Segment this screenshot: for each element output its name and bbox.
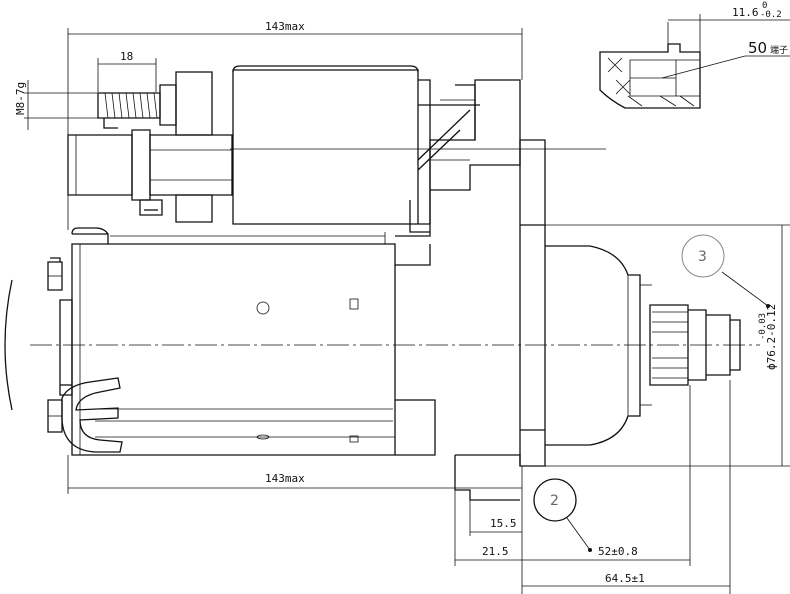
dim-overall-bottom-label: 143max bbox=[265, 472, 305, 485]
balloon-3-label: 3 bbox=[698, 249, 707, 265]
dim-pinion: 52±0.8 64.5±1 bbox=[522, 380, 731, 594]
dim-overall-top-label: 143max bbox=[265, 20, 305, 33]
detail-label: 50 bbox=[748, 39, 767, 57]
svg-text:端子: 端子 bbox=[770, 44, 788, 56]
dim-overall-top: 143max bbox=[67, 20, 523, 230]
balloon-2: 2 bbox=[533, 478, 592, 552]
vent-hole bbox=[256, 301, 270, 315]
detail-tol-lower: -0.2 bbox=[760, 10, 782, 20]
slot-feature bbox=[349, 298, 359, 310]
motor-housing bbox=[71, 227, 396, 456]
dim-pinion-distance-label: 52±0.8 bbox=[598, 545, 638, 558]
balloon-3: 3 bbox=[681, 234, 770, 308]
slot-feature-lower bbox=[349, 435, 359, 443]
dim-pinion-end-label: 64.5±1 bbox=[605, 572, 645, 585]
detail-tol-upper: 0 bbox=[762, 1, 767, 11]
balloon-2-label: 2 bbox=[550, 493, 559, 509]
dim-pilot-diameter-label: ϕ76.2-0.12 bbox=[765, 304, 778, 370]
dim-pilot-diameter: ϕ76.2-0.12 -0.03 bbox=[545, 224, 790, 467]
dim-thread-label: M8-7g bbox=[14, 82, 27, 115]
solenoid bbox=[230, 65, 606, 233]
pinion bbox=[649, 304, 689, 386]
dim-overall-bottom: 143max bbox=[67, 455, 523, 594]
detail-view: 11.6 0 -0.2 50 端子 bbox=[599, 1, 790, 109]
dim-pilot-tolerance-label: -0.03 bbox=[758, 313, 768, 340]
dim-terminal: 18 bbox=[97, 50, 157, 92]
terminal-block bbox=[67, 71, 233, 223]
dim-flange: 15.5 21.5 bbox=[454, 490, 522, 566]
detail-dim-label: 11.6 bbox=[732, 6, 759, 19]
dim-flange-2-label: 21.5 bbox=[482, 545, 509, 558]
end-cap bbox=[4, 257, 123, 453]
threaded-stud bbox=[97, 92, 161, 119]
dim-terminal-label: 18 bbox=[120, 50, 133, 63]
dim-flange-1-label: 15.5 bbox=[490, 517, 517, 530]
dim-thread: M8-7g bbox=[14, 80, 98, 130]
drive-housing bbox=[395, 79, 741, 501]
